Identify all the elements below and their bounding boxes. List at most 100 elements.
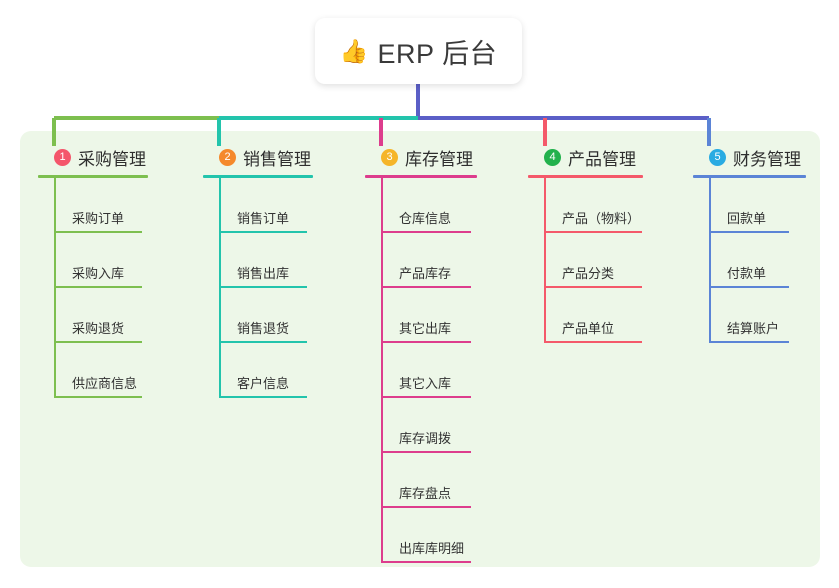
leaf-underline	[381, 561, 471, 563]
leaf-label: 产品单位	[562, 321, 615, 336]
branch-header-3[interactable]: 3 库存管理	[365, 145, 477, 169]
leaf-node[interactable]: 仓库信息	[381, 178, 477, 233]
leaf-underline	[709, 341, 789, 343]
leaf-label: 付款单	[727, 266, 767, 281]
leaf-node[interactable]: 其它入库	[381, 343, 477, 398]
leaf-node[interactable]: 采购退货	[54, 288, 148, 343]
leaf-underline	[544, 231, 642, 233]
leaf-label: 客户信息	[237, 376, 290, 391]
leaf-label: 库存盘点	[399, 486, 452, 501]
leaf-label: 销售订单	[237, 211, 290, 226]
branch-spine	[219, 178, 221, 398]
branch-leaf-list: 产品（物料） 产品分类产品单位	[544, 178, 643, 343]
branch-spine	[381, 178, 383, 563]
leaf-underline	[54, 286, 142, 288]
leaf-node[interactable]: 销售订单	[219, 178, 313, 233]
leaf-underline	[54, 396, 142, 398]
branch-5: 5 财务管理回款单付款单结算账户	[693, 145, 806, 343]
leaf-label: 销售退货	[237, 321, 290, 336]
leaf-label: 库存调拨	[399, 431, 452, 446]
leaf-underline	[219, 286, 307, 288]
leaf-underline	[381, 231, 471, 233]
branch-4: 4 产品管理产品（物料） 产品分类产品单位	[528, 145, 643, 343]
leaf-node[interactable]: 出库库明细	[381, 508, 477, 563]
leaf-node[interactable]: 付款单	[709, 233, 806, 288]
leaf-label: 其它出库	[399, 321, 452, 336]
branch-number-badge: 4	[544, 148, 561, 166]
leaf-underline	[219, 341, 307, 343]
leaf-underline	[381, 451, 471, 453]
branch-leaf-list: 仓库信息产品库存其它出库其它入库库存调拨库存盘点出库库明细	[381, 178, 477, 563]
root-node[interactable]: 👍 ERP 后台	[315, 18, 522, 84]
leaf-node[interactable]: 回款单	[709, 178, 806, 233]
leaf-node[interactable]: 产品分类	[544, 233, 643, 288]
branch-underline	[528, 175, 643, 178]
leaf-underline	[381, 506, 471, 508]
diagram-background-panel	[20, 131, 820, 567]
branch-leaf-list: 销售订单销售出库销售退货客户信息	[219, 178, 313, 398]
leaf-node[interactable]: 客户信息	[219, 343, 313, 398]
branch-spine	[54, 178, 56, 398]
branch-1: 1 采购管理采购订单采购入库采购退货供应商信息	[38, 145, 148, 398]
leaf-node[interactable]: 供应商信息	[54, 343, 148, 398]
leaf-underline	[381, 341, 471, 343]
leaf-label: 结算账户	[727, 321, 780, 336]
branch-leaf-list: 回款单付款单结算账户	[709, 178, 806, 343]
thumbs-up-icon: 👍	[339, 37, 369, 64]
leaf-label: 出库库明细	[399, 541, 465, 556]
leaf-label: 采购订单	[72, 211, 125, 226]
branch-number-badge: 1	[54, 148, 71, 166]
branch-2: 2 销售管理销售订单销售出库销售退货客户信息	[203, 145, 313, 398]
leaf-label: 产品库存	[399, 266, 452, 281]
leaf-label: 仓库信息	[399, 211, 452, 226]
branch-header-4[interactable]: 4 产品管理	[528, 145, 643, 169]
leaf-node[interactable]: 产品单位	[544, 288, 643, 343]
leaf-label: 采购入库	[72, 266, 125, 281]
leaf-label: 销售出库	[237, 266, 290, 281]
leaf-label: 产品分类	[562, 266, 615, 281]
leaf-label: 产品（物料）	[562, 211, 641, 226]
branch-header-1[interactable]: 1 采购管理	[38, 145, 148, 169]
branch-spine	[709, 178, 711, 343]
leaf-underline	[709, 286, 789, 288]
branch-underline	[38, 175, 148, 178]
branch-title: 产品管理	[568, 149, 636, 169]
branch-title: 销售管理	[243, 149, 311, 169]
leaf-label: 回款单	[727, 211, 767, 226]
branch-number-badge: 5	[709, 148, 726, 166]
leaf-node[interactable]: 产品（物料）	[544, 178, 643, 233]
leaf-node[interactable]: 其它出库	[381, 288, 477, 343]
leaf-underline	[709, 231, 789, 233]
leaf-underline	[544, 341, 642, 343]
leaf-label: 其它入库	[399, 376, 452, 391]
branch-title: 库存管理	[405, 149, 473, 169]
branch-title: 财务管理	[733, 149, 801, 169]
leaf-node[interactable]: 销售出库	[219, 233, 313, 288]
leaf-underline	[219, 231, 307, 233]
leaf-underline	[544, 286, 642, 288]
leaf-node[interactable]: 销售退货	[219, 288, 313, 343]
leaf-node[interactable]: 采购入库	[54, 233, 148, 288]
branch-title: 采购管理	[78, 149, 146, 169]
leaf-underline	[54, 231, 142, 233]
branch-header-2[interactable]: 2 销售管理	[203, 145, 313, 169]
branch-3: 3 库存管理仓库信息产品库存其它出库其它入库库存调拨库存盘点出库库明细	[365, 145, 477, 563]
leaf-underline	[219, 396, 307, 398]
leaf-underline	[54, 341, 142, 343]
leaf-node[interactable]: 库存调拨	[381, 398, 477, 453]
leaf-underline	[381, 396, 471, 398]
branch-number-badge: 3	[381, 148, 398, 166]
leaf-label: 采购退货	[72, 321, 125, 336]
leaf-node[interactable]: 采购订单	[54, 178, 148, 233]
branch-header-5[interactable]: 5 财务管理	[693, 145, 806, 169]
root-title: ERP 后台	[377, 38, 498, 69]
branch-number-badge: 2	[219, 148, 236, 166]
leaf-node[interactable]: 产品库存	[381, 233, 477, 288]
leaf-node[interactable]: 结算账户	[709, 288, 806, 343]
leaf-label: 供应商信息	[72, 376, 138, 391]
branch-leaf-list: 采购订单采购入库采购退货供应商信息	[54, 178, 148, 398]
leaf-node[interactable]: 库存盘点	[381, 453, 477, 508]
leaf-underline	[381, 286, 471, 288]
branch-underline	[365, 175, 477, 178]
